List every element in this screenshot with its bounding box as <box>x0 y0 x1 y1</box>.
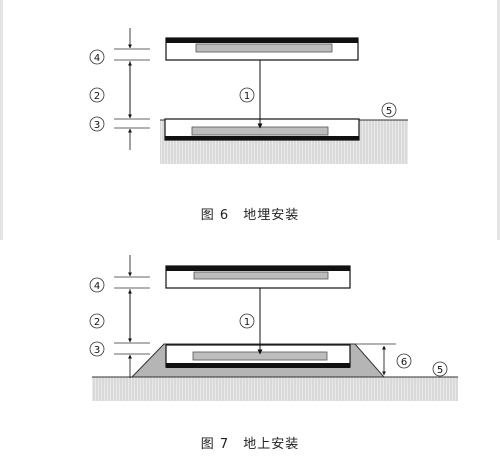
svg-text:6: 6 <box>401 357 407 368</box>
svg-text:4: 4 <box>94 281 100 292</box>
lower-charging-pad <box>165 344 351 368</box>
left-page-edge <box>0 0 3 240</box>
callout-4: 4 <box>89 277 105 293</box>
callout-3: 3 <box>89 116 105 132</box>
svg-text:4: 4 <box>94 53 100 64</box>
svg-text:1: 1 <box>244 317 250 328</box>
callout-5: 5 <box>381 102 397 118</box>
callout-6: 6 <box>396 353 412 369</box>
svg-text:2: 2 <box>94 91 100 102</box>
upper-coil <box>193 271 329 280</box>
lower-charging-pad <box>164 118 360 141</box>
figure-7-caption: 图 7 地上安装 <box>200 437 300 452</box>
figure-7-on-ground: 4 2 3 1 6 5 <box>89 255 458 401</box>
callout-1: 1 <box>239 87 255 103</box>
upper-charging-pad <box>165 265 351 289</box>
upper-coil <box>195 43 333 53</box>
svg-text:3: 3 <box>94 345 100 356</box>
ground-surface <box>92 377 458 401</box>
svg-text:2: 2 <box>94 317 100 328</box>
upper-charging-pad <box>165 37 359 61</box>
right-page-edge <box>497 0 500 240</box>
lower-coil <box>191 126 329 136</box>
callout-3: 3 <box>89 341 105 357</box>
figure-6-underground: 4 2 3 1 5 <box>89 28 408 164</box>
svg-text:3: 3 <box>94 120 100 131</box>
callout-2: 2 <box>89 87 105 103</box>
callout-5: 5 <box>432 361 448 377</box>
svg-text:5: 5 <box>386 106 392 117</box>
callout-2: 2 <box>89 313 105 329</box>
callout-1: 1 <box>239 313 255 329</box>
figure-6-caption: 图 6 地埋安装 <box>200 208 300 223</box>
svg-text:1: 1 <box>244 91 250 102</box>
callout-4: 4 <box>89 49 105 65</box>
svg-text:5: 5 <box>437 365 443 376</box>
